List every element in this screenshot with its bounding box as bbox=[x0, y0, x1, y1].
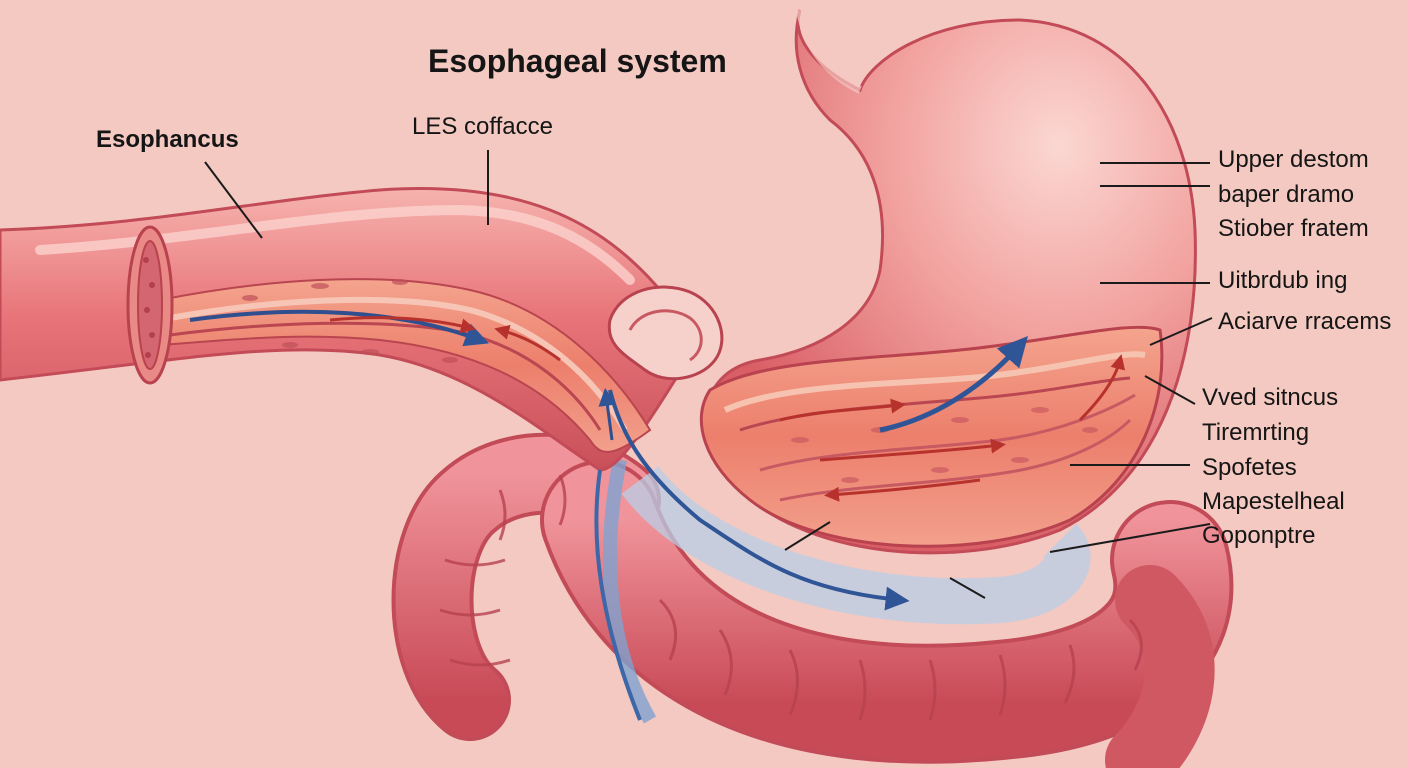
intestine-coils bbox=[391, 432, 1234, 768]
label-mapestelheal: Mapestelheal bbox=[1202, 488, 1345, 515]
esophagus-tube bbox=[0, 186, 702, 472]
label-baper: baper dramo bbox=[1218, 181, 1355, 208]
les-valve bbox=[607, 285, 724, 381]
label-tiremrting: Tiremrting bbox=[1202, 419, 1310, 446]
label-upper: Upper destom bbox=[1218, 146, 1369, 173]
label-les: LES coffacce bbox=[412, 113, 553, 140]
label-esophagus: Esophancus bbox=[96, 126, 239, 153]
diagram-title: Esophageal system bbox=[428, 43, 727, 79]
stomach bbox=[699, 9, 1197, 555]
label-spofetes: Spofetes bbox=[1202, 454, 1297, 481]
label-goponptre: Goponptre bbox=[1202, 522, 1316, 549]
label-vved: Vved sitncus bbox=[1202, 384, 1339, 411]
label-stiober: Stiober fratem bbox=[1218, 215, 1369, 242]
label-aciarve: Aciarve rracems bbox=[1218, 308, 1392, 335]
flow-arrows bbox=[189, 309, 1126, 721]
label-uitbrdub: Uitbrdub ing bbox=[1218, 267, 1348, 294]
leader-lines bbox=[204, 150, 1213, 599]
